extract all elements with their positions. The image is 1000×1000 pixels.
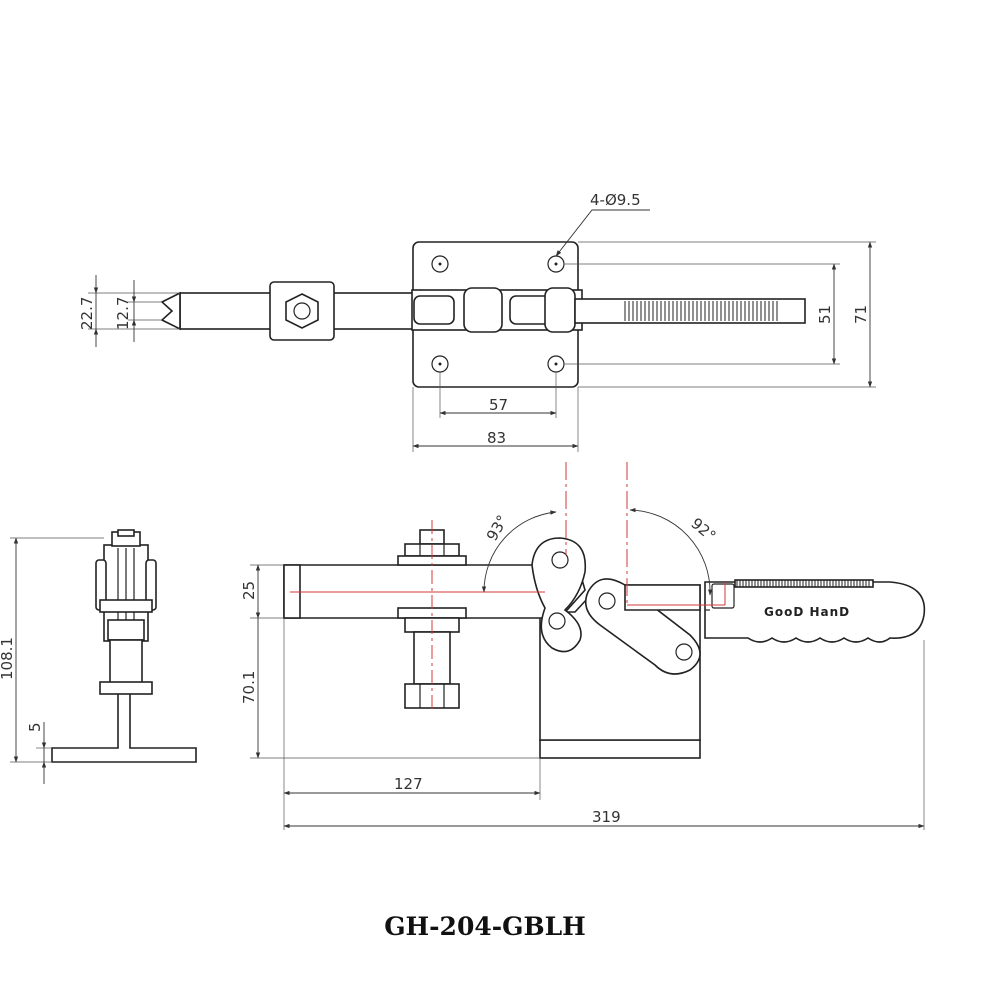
hex-nut bbox=[285, 293, 319, 329]
dim-71: 71 bbox=[852, 305, 870, 324]
front-view: GooD HanD 93° 92° 25 70.1 bbox=[240, 462, 926, 830]
handle-rod bbox=[574, 298, 806, 324]
dim-5: 5 bbox=[26, 722, 44, 732]
dim-319: 319 bbox=[592, 808, 621, 826]
dim-25: 25 bbox=[240, 581, 258, 600]
end-view: 108.1 5 bbox=[0, 529, 197, 784]
handle-grip bbox=[704, 581, 926, 643]
grip-knurl-strip bbox=[734, 579, 874, 588]
dim-57: 57 bbox=[489, 396, 508, 414]
end-base bbox=[51, 689, 197, 763]
dim-holes: 4-Ø9.5 bbox=[590, 191, 641, 209]
dim-22-7: 22.7 bbox=[78, 297, 96, 330]
front-base bbox=[539, 739, 701, 759]
dim-83: 83 bbox=[487, 429, 506, 447]
part-number-title: GH-204-GBLH bbox=[384, 912, 586, 941]
brand-label: GooD HanD bbox=[764, 605, 850, 619]
dim-51: 51 bbox=[816, 305, 834, 324]
dim-108-1: 108.1 bbox=[0, 637, 16, 680]
top-view: 4-Ø9.5 22.7 12.7 57 83 51 71 bbox=[78, 191, 876, 452]
dim-angle-93: 93° bbox=[483, 512, 512, 544]
dim-12-7: 12.7 bbox=[114, 297, 132, 330]
grip-knurl bbox=[624, 301, 778, 321]
arm-tip bbox=[160, 291, 181, 331]
dim-127: 127 bbox=[394, 775, 423, 793]
dim-70-1: 70.1 bbox=[240, 671, 258, 704]
